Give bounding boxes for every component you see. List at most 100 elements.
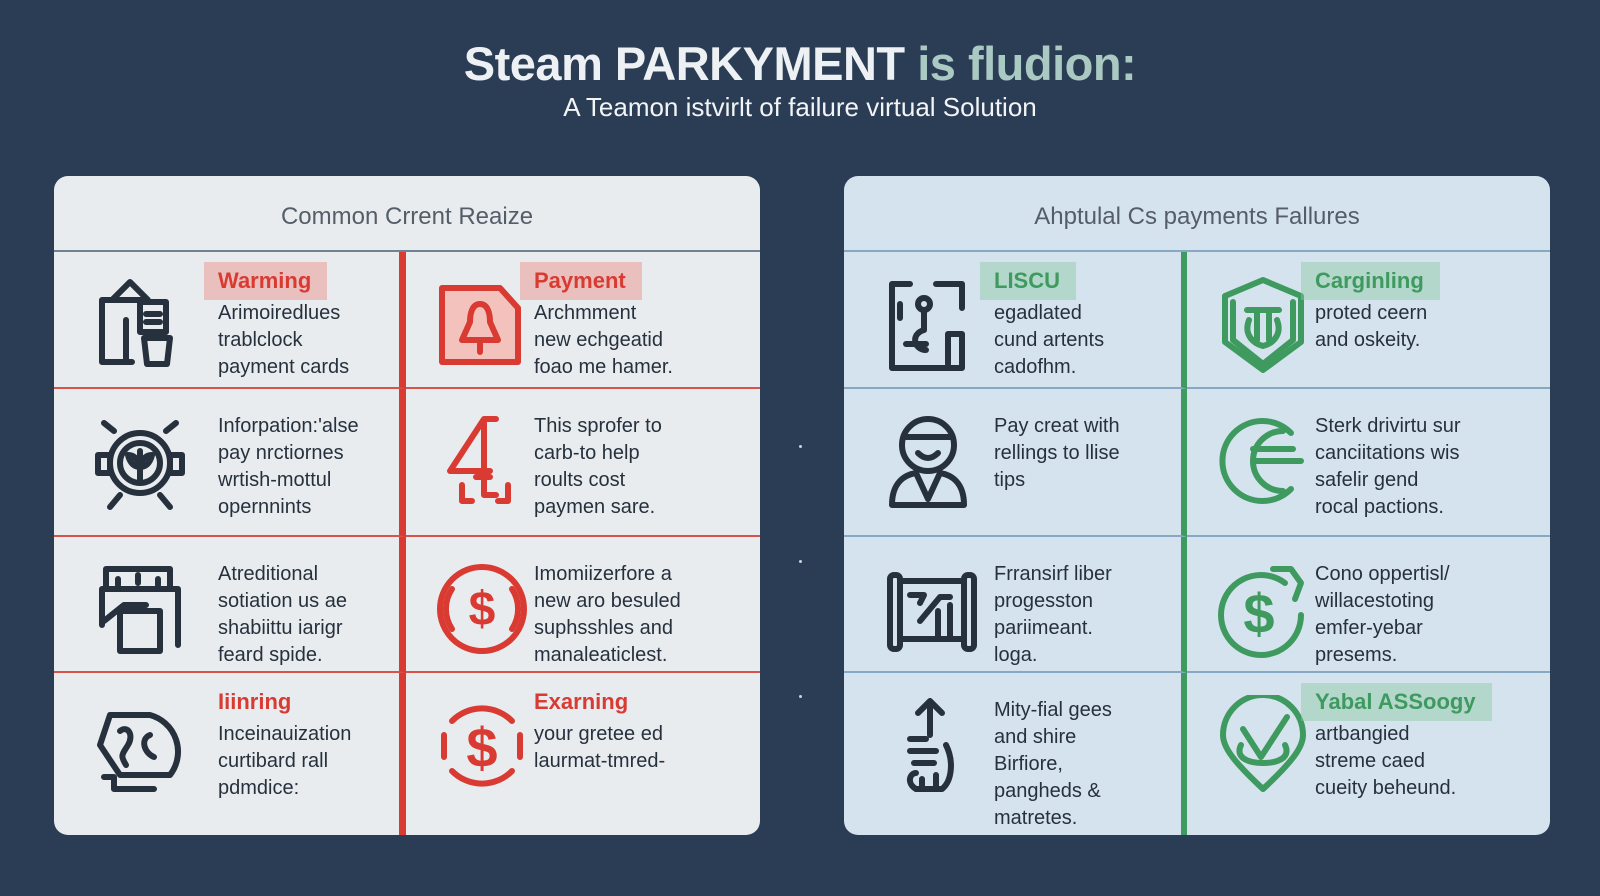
card-text-line: your gretee ed bbox=[534, 723, 663, 745]
alert-card-icon bbox=[432, 274, 532, 374]
title-main: Steam PARKYMENT bbox=[463, 37, 905, 90]
card-text: Exarning your gretee ed laurmat-tmred- bbox=[534, 683, 665, 775]
card-text-line: willacestoting bbox=[1315, 590, 1434, 612]
card-text-line: sotiation us ae bbox=[218, 590, 347, 612]
page-subtitle: A Teamon istvirlt of failure virtual Sol… bbox=[563, 92, 1037, 122]
number-four-icon bbox=[432, 411, 532, 511]
card-text-line: roults cost bbox=[534, 469, 626, 491]
card-label: Payment bbox=[520, 262, 642, 300]
card-text-line: laurmat-tmred- bbox=[534, 750, 666, 772]
card-text-line: safelir gend bbox=[1315, 469, 1419, 491]
card-text-line: Pay creat with bbox=[994, 415, 1120, 437]
card-text-line: curtibard rall bbox=[218, 750, 329, 772]
card-text-line: pangheds & bbox=[994, 780, 1101, 802]
card-text-line: paymen sare. bbox=[534, 496, 656, 518]
document-cup-icon bbox=[90, 274, 190, 374]
card-text-line: Mity-fial gees bbox=[994, 699, 1112, 721]
card-text-line: Atreditional bbox=[218, 563, 319, 585]
card-text-line: new aro besuled bbox=[534, 590, 681, 612]
card-text-line: Archmment bbox=[534, 302, 637, 324]
card-text-line: proted ceern bbox=[1315, 302, 1428, 324]
info-card: $ Cono oppertisl/willacestoting emfer-yeba… bbox=[1187, 537, 1550, 673]
card-text-line: Inceinauization bbox=[218, 723, 352, 745]
title-accent: is fludion: bbox=[917, 37, 1137, 90]
box-hand-icon bbox=[90, 559, 190, 659]
robot-leaf-icon bbox=[90, 411, 190, 511]
card-text-line: manaleaticlest. bbox=[534, 644, 668, 666]
circuit-icon bbox=[880, 274, 980, 374]
card-label: Warming bbox=[204, 262, 328, 300]
chart-scroll-icon bbox=[880, 559, 980, 659]
card-text-line: cadofhm. bbox=[994, 356, 1077, 378]
card-text-line: pdmdice: bbox=[218, 777, 300, 799]
shield-icon bbox=[1213, 274, 1313, 374]
divider-dot bbox=[799, 445, 802, 448]
card-text-line: Imomiizerfore a bbox=[534, 563, 672, 585]
card-text-line: streme caed bbox=[1315, 750, 1426, 772]
card-text-line: carb-to help bbox=[534, 442, 640, 464]
card-text: Cono oppertisl/willacestoting emfer-yebar… bbox=[1315, 561, 1450, 669]
card-text-line: foao me hamer. bbox=[534, 356, 673, 378]
card-text-line: Cono oppertisl/ bbox=[1315, 563, 1450, 585]
card-text: Atreditional sotiation us ae shabiittu iar… bbox=[218, 561, 347, 669]
person-icon bbox=[880, 411, 980, 511]
euro-circle-icon bbox=[1213, 411, 1313, 511]
dollar-cycle-icon: $ bbox=[432, 559, 532, 659]
card-text-line: artbangied bbox=[1315, 723, 1410, 745]
card-text-line: emfer-yebar bbox=[1315, 617, 1423, 639]
globe-hand-icon bbox=[90, 695, 190, 795]
card-text-line: Frransirf liber bbox=[994, 563, 1112, 585]
info-card: $ Exarning your gretee ed laurmat-tmred- bbox=[406, 673, 760, 835]
card-text-line: progesston bbox=[994, 590, 1093, 612]
svg-text:$: $ bbox=[1243, 582, 1274, 645]
card-text-line: shabiittu iarigr bbox=[218, 617, 343, 639]
card-label: Exarning bbox=[534, 689, 629, 714]
card-text-line: matretes. bbox=[994, 807, 1078, 829]
card-text-line: and oskeity. bbox=[1315, 329, 1421, 351]
dollar-bag-icon: $ bbox=[1213, 559, 1313, 659]
card-text-line: cund artents bbox=[994, 329, 1105, 351]
card-text-line: Sterk drivirtu sur bbox=[1315, 415, 1461, 437]
divider-dot bbox=[799, 695, 802, 698]
panel-title: Ahptulal Cs payments Fallures bbox=[844, 176, 1550, 252]
card-text-line: trablclock bbox=[218, 329, 303, 351]
card-text-line: feard spide. bbox=[218, 644, 323, 666]
card-text-line: tips bbox=[994, 469, 1026, 491]
card-text-line: Birfiore, bbox=[994, 753, 1063, 775]
card-text-line: egadlated bbox=[994, 302, 1082, 324]
card-text-line: loga. bbox=[994, 644, 1038, 666]
card-text-line: presems. bbox=[1315, 644, 1398, 666]
card-text-line: pay nrctiornes bbox=[218, 442, 344, 464]
page-title: Steam PARKYMENT is fludion: bbox=[0, 36, 1600, 91]
svg-text:$: $ bbox=[466, 716, 497, 779]
info-card: Atreditional sotiation us ae shabiittu iar… bbox=[54, 537, 406, 673]
card-label: Carginling bbox=[1301, 262, 1440, 300]
dollar-circle-icon: $ bbox=[432, 695, 532, 795]
card-text-line: payment cards bbox=[218, 356, 350, 378]
